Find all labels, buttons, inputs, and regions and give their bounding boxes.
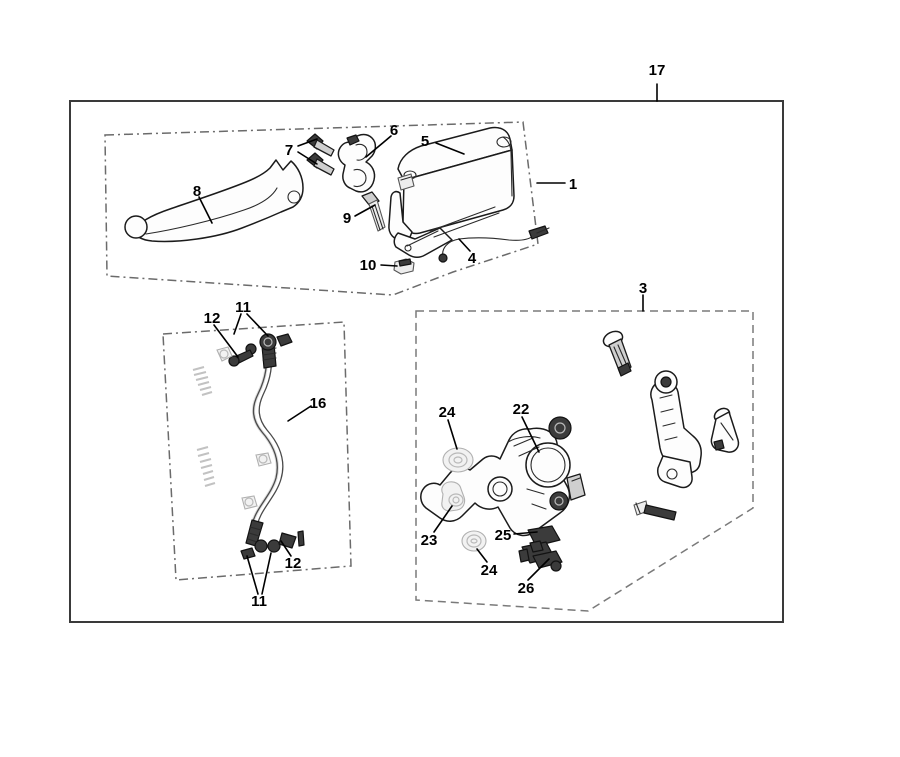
callout-17[interactable]: 17 bbox=[649, 62, 666, 79]
callout-23[interactable]: 23 bbox=[421, 532, 438, 549]
brake-hose-assembly bbox=[192, 333, 305, 560]
callout-12-upper[interactable]: 12 bbox=[204, 310, 221, 327]
callout-10[interactable]: 10 bbox=[360, 257, 377, 274]
callout-1[interactable]: 1 bbox=[569, 176, 577, 193]
clamp-bolts bbox=[306, 133, 335, 176]
caliper-lower-boss bbox=[549, 491, 569, 511]
washer-upper bbox=[442, 447, 474, 473]
banjo-fitting-lower bbox=[254, 539, 268, 553]
brake-caliper-body bbox=[420, 416, 586, 537]
caliper-left-eye bbox=[487, 476, 513, 502]
clamp-bolt-upper bbox=[306, 133, 335, 157]
callout-26[interactable]: 26 bbox=[518, 580, 535, 597]
banjo-bolt-lower bbox=[267, 539, 281, 553]
brake-hose-panel bbox=[162, 321, 352, 581]
brake-pad-outer bbox=[527, 525, 561, 547]
pivot-nut bbox=[393, 258, 415, 275]
callout-6[interactable]: 6 bbox=[390, 122, 398, 139]
washer-lower bbox=[461, 530, 487, 552]
callout-5[interactable]: 5 bbox=[421, 133, 429, 150]
callout-3[interactable]: 3 bbox=[639, 280, 647, 297]
banjo-bolt-upper bbox=[276, 333, 293, 347]
outer-frame bbox=[69, 100, 784, 623]
caliper-mounting-bracket bbox=[650, 370, 702, 489]
lever-pivot-hole bbox=[287, 190, 301, 204]
callout-7[interactable]: 7 bbox=[285, 142, 293, 159]
caliper-spacer-bracket bbox=[710, 407, 740, 453]
callout-22[interactable]: 22 bbox=[513, 401, 530, 418]
callout-25[interactable]: 25 bbox=[495, 527, 512, 544]
wire-terminal bbox=[438, 253, 448, 263]
handlebar-clamp bbox=[337, 133, 377, 193]
hose-caution-marking-upper bbox=[192, 366, 213, 396]
callout-labels: 17 1 5 6 7 8 9 10 4 3 11 12 16 12 11 22 … bbox=[193, 62, 666, 610]
callout-4[interactable]: 4 bbox=[468, 250, 477, 267]
bleeder-cap bbox=[441, 481, 466, 512]
caliper-mounting-bolt-upper bbox=[602, 330, 632, 377]
hose-caution-marking-lower bbox=[196, 446, 216, 487]
callout-8[interactable]: 8 bbox=[193, 183, 201, 200]
master-cylinder-body bbox=[388, 126, 515, 258]
caliper-top-boss bbox=[548, 416, 572, 440]
brake-light-switch-wire bbox=[438, 225, 550, 263]
lever-ball-end bbox=[124, 215, 148, 239]
callout-24-lower[interactable]: 24 bbox=[481, 562, 498, 579]
brake-lever bbox=[124, 159, 304, 243]
caliper-panel bbox=[415, 310, 754, 612]
clamp-bolt-lower bbox=[306, 152, 335, 176]
banjo-bolt-lower-b bbox=[240, 547, 256, 560]
caliper-piston-bore bbox=[525, 442, 571, 488]
callout-11-lower[interactable]: 11 bbox=[251, 593, 267, 610]
bracket-lower-foot bbox=[657, 455, 693, 489]
pivot-bolt bbox=[361, 191, 386, 232]
callout-leaders bbox=[198, 83, 658, 595]
callout-16[interactable]: 16 bbox=[310, 395, 327, 412]
callout-24-upper[interactable]: 24 bbox=[439, 404, 456, 421]
callout-9[interactable]: 9 bbox=[343, 210, 351, 227]
callout-12-lower[interactable]: 12 bbox=[285, 555, 302, 572]
callout-11-upper[interactable]: 11 bbox=[235, 299, 251, 316]
caliper-bleed-bolt bbox=[633, 500, 677, 521]
banjo-fitting-upper bbox=[259, 333, 277, 351]
master-cylinder-panel bbox=[104, 121, 539, 296]
